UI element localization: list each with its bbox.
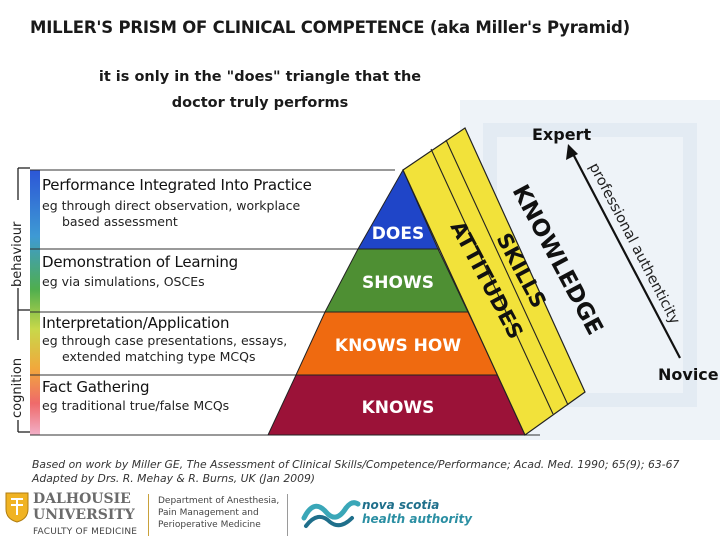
department-line-1: Department of Anesthesia, [158, 496, 280, 506]
row-does: Performance Integrated Into Practice eg … [42, 176, 312, 230]
row-desc: eg via simulations, OSCEs [42, 274, 205, 289]
nova-scotia-line-2: health authority [362, 512, 473, 526]
row-title: Interpretation/Application [42, 314, 230, 332]
row-title: Demonstration of Learning [42, 253, 238, 271]
prism-face [402, 127, 586, 436]
level-label-knows-how: KNOWS HOW [335, 336, 461, 356]
authenticity-arrow [571, 151, 681, 359]
expert-label: Expert [532, 125, 591, 144]
citation: Based on work by Miller GE, The Assessme… [32, 458, 720, 486]
diagram-title: MILLER'S PRISM OF CLINICAL COMPETENCE (a… [30, 18, 630, 37]
logo-divider [148, 494, 149, 536]
row-desc: eg through case presentations, essays, [42, 333, 288, 348]
citation-line-2: Adapted by Drs. R. Mehay & R. Burns, UK … [32, 472, 316, 485]
row-desc: eg traditional true/false MCQs [42, 398, 230, 413]
nova-scotia-wave-icon [301, 500, 361, 528]
dalhousie-line-2: UNIVERSITY [33, 507, 135, 523]
row-knows-how: Interpretation/Application eg through ca… [42, 314, 287, 365]
logo-divider-2 [287, 494, 288, 536]
department-logo: Department of Anesthesia, Pain Managemen… [158, 495, 279, 531]
dalhousie-logo: DALHOUSIE UNIVERSITY [33, 491, 135, 524]
novice-label: Novice [658, 365, 719, 384]
rainbow-strip [30, 170, 40, 435]
subtitle-line-1: it is only in the "does" triangle that t… [98, 69, 422, 85]
department-line-2: Pain Management and [158, 508, 259, 518]
subtitle-line-2: doctor truly performs [171, 95, 349, 111]
row-desc-2: based assessment [62, 214, 178, 229]
axis-bracket [11, 167, 30, 433]
row-knows: Fact Gathering eg traditional true/false… [42, 378, 229, 414]
nova-scotia-line-1: nova scotia [362, 498, 440, 512]
row-shows: Demonstration of Learning eg via simulat… [42, 253, 238, 290]
citation-line-1: Based on work by Miller GE, The Assessme… [32, 458, 680, 471]
faculty-label: FACULTY OF MEDICINE [33, 527, 138, 537]
level-label-shows: SHOWS [362, 273, 434, 293]
row-desc-2: extended matching type MCQs [62, 349, 256, 364]
diagram-subtitle: it is only in the "does" triangle that t… [70, 64, 450, 116]
arrow-label: professional authenticity [585, 160, 682, 327]
row-title: Performance Integrated Into Practice [42, 176, 312, 194]
row-title: Fact Gathering [42, 378, 150, 396]
arrow-head [566, 144, 578, 160]
dalhousie-line-1: DALHOUSIE [33, 491, 131, 507]
department-line-3: Perioperative Medicine [158, 520, 261, 530]
dalhousie-crest-icon [5, 492, 29, 523]
row-desc: eg through direct observation, workplace [42, 198, 301, 213]
nova-scotia-logo: nova scotia health authority [362, 498, 472, 526]
level-label-does: DOES [372, 224, 424, 244]
level-label-knows: KNOWS [362, 398, 435, 418]
